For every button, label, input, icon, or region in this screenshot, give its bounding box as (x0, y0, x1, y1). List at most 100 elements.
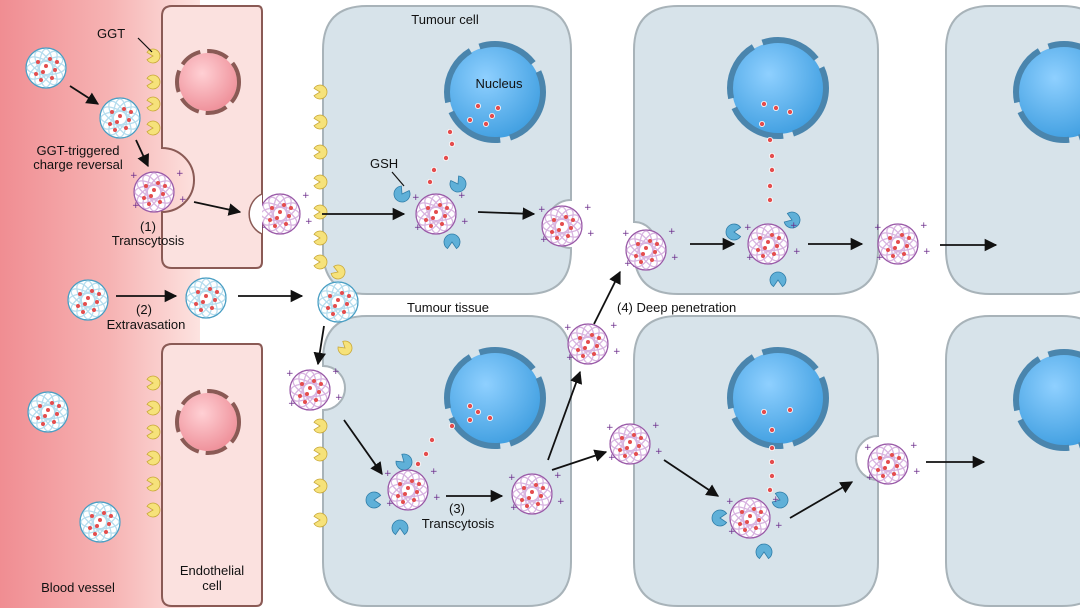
svg-text:+: + (622, 229, 630, 239)
gsh-icon (449, 175, 467, 193)
ggt-triggered-label: GGT-triggered (36, 143, 120, 158)
drug-dot (474, 408, 481, 415)
gsh-icon (365, 491, 382, 509)
ggt-icon (313, 204, 328, 220)
process-arrow (547, 370, 583, 461)
process-arrow (69, 85, 100, 105)
ggt-icon (146, 375, 161, 391)
svg-text:+: + (430, 467, 438, 477)
cationic-nanoparticle: ++++ (412, 191, 469, 235)
svg-text:+: + (655, 447, 663, 457)
drug-dot (787, 406, 794, 413)
drug-dot (494, 105, 501, 112)
cationic-nanoparticle: ++++ (130, 169, 187, 213)
step3-number: (3) (449, 501, 465, 516)
svg-text:+: + (920, 221, 928, 231)
svg-text:+: + (584, 203, 592, 213)
drug-dot (761, 408, 768, 415)
cationic-nanoparticle: ++++ (508, 471, 565, 515)
svg-text:+: + (772, 495, 780, 505)
anionic-nanoparticle (67, 279, 109, 321)
process-arrow (477, 207, 536, 220)
ggt-icon (146, 476, 161, 492)
step2-number: (2) (136, 302, 152, 317)
drug-dot (759, 121, 766, 128)
svg-text:+: + (652, 421, 660, 431)
ggt-icon (313, 478, 328, 494)
endothelial-nucleus-top (175, 49, 241, 115)
blood-vessel-label: Blood vessel (41, 580, 115, 595)
cationic-nanoparticle: ++++ (726, 495, 783, 539)
cationic-nanoparticle: ++++ (564, 321, 621, 365)
ggt-icon (146, 424, 161, 440)
anionic-nanoparticle (99, 97, 141, 139)
drug-dot (448, 140, 455, 147)
cationic-nanoparticle: ++++ (606, 421, 663, 465)
cationic-nanoparticle: ++++ (622, 227, 679, 271)
ggt-icon (313, 174, 328, 190)
cationic-nanoparticle: ++++ (384, 467, 441, 511)
nucleus-bottom-right (1013, 349, 1080, 451)
ggt-icon (330, 264, 346, 280)
nucleus-top-mid (727, 37, 829, 139)
ggt-icon (313, 446, 328, 462)
svg-text:+: + (412, 193, 420, 203)
ggt-icon (146, 450, 161, 466)
nucleus-top-right (1013, 41, 1080, 143)
svg-text:+: + (728, 527, 736, 537)
nucleus-label: Nucleus (475, 76, 523, 91)
svg-text:+: + (335, 393, 343, 403)
process-arrow (593, 270, 621, 325)
drug-dot (466, 117, 473, 124)
charge-reversal-label: charge reversal (33, 157, 123, 172)
svg-text:+: + (508, 473, 516, 483)
svg-text:+: + (557, 497, 565, 507)
svg-text:+: + (866, 473, 874, 483)
svg-text:+: + (726, 497, 734, 507)
process-arrow (193, 201, 242, 216)
endocytic-pocket (248, 193, 263, 235)
cationic-nanoparticle: ++++ (874, 221, 931, 265)
drug-dot (482, 121, 489, 128)
svg-text:+: + (332, 367, 340, 377)
gsh-icon (711, 509, 728, 527)
svg-text:+: + (458, 191, 466, 201)
svg-text:+: + (305, 217, 313, 227)
gsh-icon (391, 519, 409, 536)
process-arrow (789, 481, 854, 519)
svg-text:+: + (746, 253, 754, 263)
step3-label: Transcytosis (421, 516, 495, 531)
drug-dot (422, 450, 429, 457)
svg-text:+: + (864, 443, 872, 453)
drug-dot (773, 105, 780, 112)
svg-text:+: + (793, 247, 801, 257)
drug-dot (767, 486, 774, 493)
step2-label: Extravasation (106, 317, 186, 332)
nucleus-bottom-mid (727, 347, 829, 449)
svg-text:+: + (587, 229, 595, 239)
drug-dot (488, 113, 495, 120)
svg-text:+: + (414, 223, 422, 233)
ggt-icon (337, 340, 353, 356)
anionic-nanoparticle (317, 281, 359, 323)
ggt-pointer (137, 37, 153, 53)
gsh-icon (443, 233, 461, 250)
cationic-nanoparticle: ++++ (744, 221, 801, 265)
svg-text:+: + (564, 323, 572, 333)
gsh-label: GSH (370, 156, 399, 171)
tumour-cell-bottom-left (322, 315, 572, 607)
svg-text:+: + (624, 259, 632, 269)
drug-dot (426, 178, 433, 185)
anionic-nanoparticle (27, 391, 69, 433)
ggt-icon (313, 114, 328, 130)
cationic-nanoparticle: ++++ (538, 203, 595, 247)
svg-text:+: + (554, 471, 562, 481)
drug-dot (761, 101, 768, 108)
anionic-nanoparticle (185, 277, 227, 319)
cationic-nanoparticle: ++++ (256, 191, 313, 235)
ggt-label: GGT (97, 26, 126, 41)
svg-text:+: + (610, 321, 618, 331)
anionic-nanoparticle (79, 501, 121, 543)
drug-dot (767, 196, 774, 203)
